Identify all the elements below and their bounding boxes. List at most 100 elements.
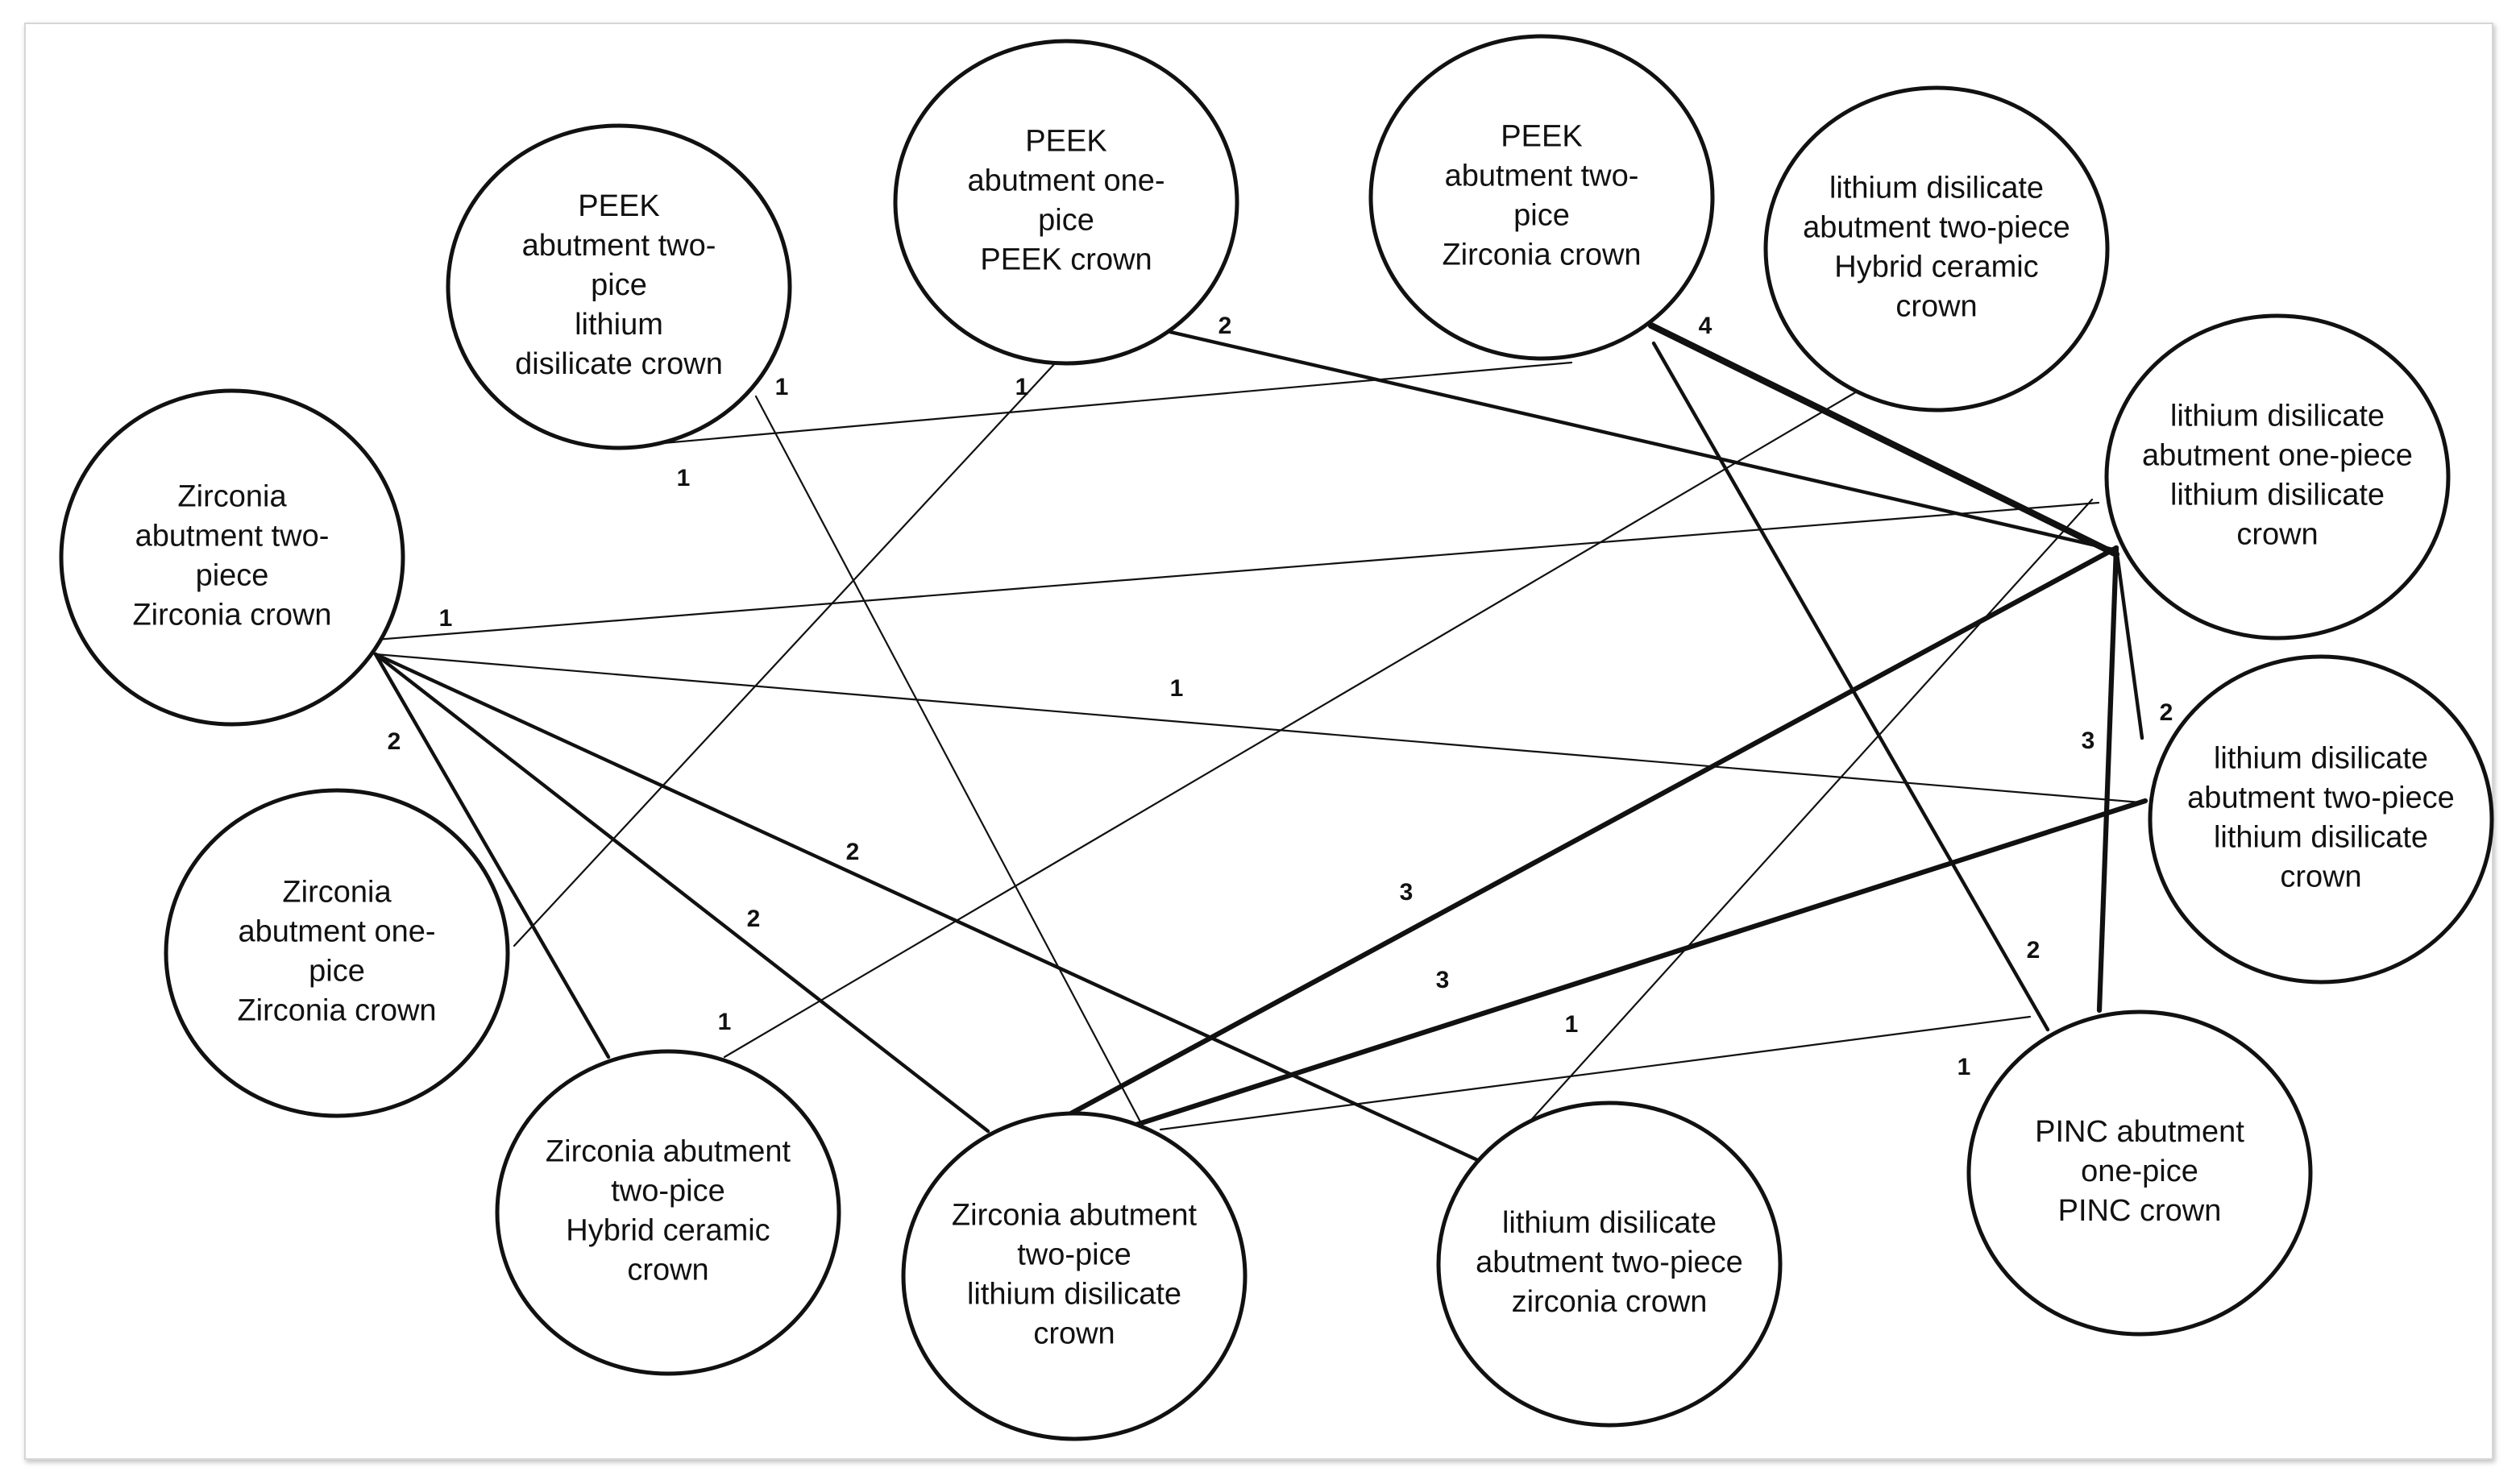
node-lith-two-hybrid: lithium disilicate abutment two-pieceHybr… (1763, 85, 2110, 412)
edge-peek-two-lithium-to-peek-two-zirconia (662, 361, 1573, 445)
edge-weight-label: 1 (1170, 675, 1184, 702)
edge-weight-label: 3 (2082, 728, 2095, 754)
edge-zirc-two-zirc-to-zirc-two-lith (373, 652, 990, 1134)
node-label-line: pice (309, 955, 365, 989)
node-label-line: Zirconia (177, 480, 287, 514)
node-label-line: abutment two- (1445, 160, 1639, 193)
node-lith-one-lith: lithium disilicate abutment one-piece lith… (2104, 313, 2451, 641)
edge-zirc-two-lith-to-pinc-one-pinc (1159, 1015, 2032, 1131)
node-label-line: Zirconia crown (1442, 238, 1641, 272)
edge-weight-label: 2 (1218, 313, 1232, 339)
edge-weight-label: 1 (1015, 374, 1029, 400)
node-label-line: Zirconia crown (237, 994, 436, 1028)
node-label-line: abutment one-piece (2142, 439, 2413, 473)
edge-weight-label: 1 (1565, 1011, 1579, 1038)
node-label-line: PEEK (1501, 120, 1582, 154)
node-label-line: PEEK (1025, 125, 1106, 159)
node-label-line: PEEK crown (980, 243, 1152, 277)
node-circle (1368, 34, 1715, 361)
node-label-line: abutment one- (967, 164, 1165, 198)
edge-peek-two-lithium-to-zirc-two-lith (754, 395, 1144, 1128)
node-label-line: PINC abutment (2035, 1115, 2244, 1149)
node-circle (446, 123, 792, 450)
node-label-line: lithium disilicate (2170, 479, 2385, 512)
edge-weight-label: 2 (388, 728, 401, 755)
node-label-line: crown (1033, 1317, 1115, 1351)
node-label-line: crown (627, 1254, 708, 1287)
edge-peek-one-peek-to-zirc-one-zirc (513, 361, 1057, 947)
node-label-line: pice (1038, 204, 1094, 238)
node-label-line: Hybrid ceramic (1834, 251, 2038, 284)
node-circle (1436, 1101, 1783, 1428)
edge-weight-label: 1 (1957, 1054, 1971, 1080)
edge-lith-one-lith-to-pinc-one-pinc (2096, 545, 2119, 1014)
node-circle (901, 1111, 1248, 1441)
node-label-line: crown (2236, 518, 2318, 552)
node-label-line: crown (1895, 290, 1977, 324)
node-label-line: Zirconia abutment (546, 1135, 791, 1169)
node-circle (164, 788, 510, 1118)
node-label-line: abutment two-piece (1803, 211, 2070, 245)
edges-layer (373, 321, 2148, 1164)
node-label-line: abutment two-piece (2187, 781, 2455, 815)
node-label-line: lithium disilicate (2170, 400, 2385, 433)
edge-zirc-two-zirc-to-lith-two-zirc (373, 652, 1484, 1164)
node-label-line: lithium (575, 308, 663, 342)
edge-weight-label: 1 (439, 605, 453, 632)
node-label-line: abutment two- (135, 520, 330, 553)
node-label-line: crown (2280, 860, 2361, 894)
node-label-line: PINC crown (2058, 1194, 2222, 1228)
edge-lith-one-lith-to-lith-two-zirc (1492, 498, 2094, 1163)
node-circle (1966, 1009, 2313, 1337)
edge-lith-two-lith-to-zirc-two-lith (1133, 798, 2148, 1128)
edge-weight-label: 4 (1699, 313, 1713, 339)
node-label-line: piece (196, 559, 269, 593)
node-label-line: two-pice (1017, 1238, 1131, 1272)
node-label-line: lithium disilicate (967, 1278, 1181, 1312)
node-label-line: lithium disilicate (1502, 1206, 1717, 1240)
node-circle (2148, 654, 2494, 985)
edge-zirc-two-zirc-to-lith-one-lith (374, 501, 2100, 641)
edge-weight-label: 2 (2160, 699, 2173, 726)
node-circle (2104, 313, 2451, 641)
edge-weight-label: 3 (1400, 879, 1414, 906)
edge-lith-two-hybrid-to-zirc-two-hybrid (723, 387, 1864, 1059)
edge-weight-label: 1 (677, 465, 691, 491)
node-lith-two-lith: lithium disilicate abutment two-piece lith… (2148, 654, 2494, 985)
edge-peek-two-zirconia-to-pinc-one-pinc (1651, 341, 2050, 1032)
node-label-line: Zirconia crown (132, 599, 331, 632)
edge-weight-label: 1 (775, 374, 789, 400)
edge-lith-one-lith-to-zirc-two-lith (1068, 545, 2119, 1117)
edge-lith-one-lith-to-lith-two-lith (2114, 545, 2144, 740)
node-label-line: Hybrid ceramic (566, 1214, 770, 1248)
edge-zirc-two-zirc-to-zirc-two-hybrid (373, 652, 611, 1059)
edge-peek-two-zirconia-to-lith-one-lith (1647, 321, 2120, 558)
edge-weight-label: 2 (846, 839, 860, 865)
edge-zirc-two-zirc-to-lith-two-lith (374, 653, 2142, 804)
node-label-line: lithium disilicate (2214, 821, 2428, 855)
node-label-line: two-pice (611, 1175, 725, 1208)
edge-weight-label: 3 (1436, 967, 1450, 993)
node-circle (1763, 85, 2110, 412)
node-label-line: lithium disilicate (1829, 172, 2044, 205)
node-label-line: lithium disilicate (2214, 742, 2428, 776)
edge-weight-label: 1 (718, 1009, 732, 1035)
node-label-line: abutment two- (522, 229, 716, 263)
node-circle (893, 39, 1239, 366)
node-label-line: PEEK (578, 189, 659, 223)
node-label-line: pice (591, 268, 647, 302)
node-circle (59, 388, 405, 727)
node-label-line: abutment two-piece (1476, 1246, 1743, 1279)
node-label-line: pice (1513, 199, 1570, 233)
node-label-line: one-pice (2081, 1155, 2198, 1188)
